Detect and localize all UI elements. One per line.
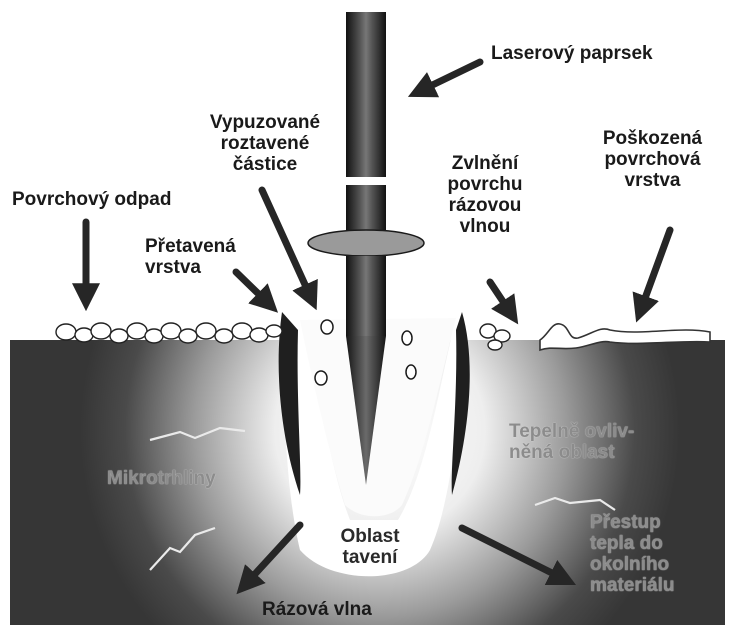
laser-beam-lower xyxy=(346,256,386,336)
label-line: Zvlnění xyxy=(435,153,535,174)
label-shock-wave: Rázová vlna xyxy=(262,599,372,620)
label-ejected-particles: Vypuzované roztavené částice xyxy=(190,112,340,175)
label-line: tavení xyxy=(330,547,410,568)
label-line: rázovou xyxy=(435,195,535,216)
label-damaged-layer: Poškozená povrchová vrstva xyxy=(590,128,715,191)
label-line: Přetavená xyxy=(145,236,236,257)
arrow-laser-beam xyxy=(418,62,480,92)
label-line: okolního xyxy=(590,554,674,575)
label-microcracks: Mikrotrhliny xyxy=(107,468,216,489)
label-line: materiálu xyxy=(590,575,674,596)
label-recast-layer: Přetavená vrstva xyxy=(145,236,236,278)
label-line: vrstva xyxy=(590,170,715,191)
label-line: vlnou xyxy=(435,216,535,237)
label-line: tepla do xyxy=(590,533,674,554)
label-line: povrchu xyxy=(435,174,535,195)
laser-beam-upper xyxy=(346,12,386,177)
label-line: Oblast xyxy=(330,526,410,547)
label-line: Přestup xyxy=(590,512,674,533)
label-heat-affected-zone: Tepelně ovliv- něná oblast xyxy=(509,421,634,463)
label-laser-beam: Laserový paprsek xyxy=(491,43,653,64)
label-line: Tepelně ovliv- xyxy=(509,421,634,442)
arrow-surface-ripple xyxy=(490,282,512,315)
label-line: něná oblast xyxy=(509,442,634,463)
focusing-lens xyxy=(308,230,424,256)
label-line: roztavené xyxy=(190,133,340,154)
label-line: vrstva xyxy=(145,257,236,278)
label-surface-debris: Povrchový odpad xyxy=(12,189,171,210)
label-line: částice xyxy=(190,154,340,175)
label-line: Poškozená xyxy=(590,128,715,149)
label-line: Vypuzované xyxy=(190,112,340,133)
label-heat-transfer: Přestup tepla do okolního materiálu xyxy=(590,512,674,596)
arrow-damaged-layer xyxy=(640,230,670,312)
arrow-ejected-particles xyxy=(262,190,312,300)
label-melt-zone: Oblast tavení xyxy=(330,526,410,568)
label-line: povrchová xyxy=(590,149,715,170)
arrow-recast-layer xyxy=(236,272,270,305)
label-surface-ripple: Zvlnění povrchu rázovou vlnou xyxy=(435,153,535,237)
